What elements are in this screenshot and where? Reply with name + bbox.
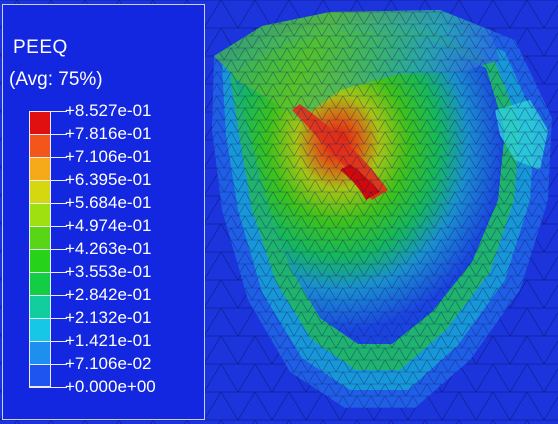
legend-label: +5.684e-01 bbox=[65, 193, 152, 212]
legend-swatch bbox=[29, 318, 51, 341]
legend-label: +3.553e-01 bbox=[65, 262, 152, 281]
legend-tick bbox=[29, 364, 67, 365]
legend-swatch bbox=[29, 295, 51, 318]
legend-swatch bbox=[29, 111, 51, 134]
legend-swatch bbox=[29, 180, 51, 203]
legend-label: +2.842e-01 bbox=[65, 285, 152, 304]
legend-swatch bbox=[29, 203, 51, 226]
legend-title: PEEQ bbox=[13, 37, 68, 58]
legend-color-scale: +8.527e-01 +7.816e-01 +7.106e-01 +6.395e… bbox=[23, 101, 203, 413]
legend-label: +6.395e-01 bbox=[65, 170, 152, 189]
legend-tick bbox=[29, 157, 67, 158]
legend-tick bbox=[29, 272, 67, 273]
legend-swatch bbox=[29, 364, 51, 387]
legend-swatch bbox=[29, 134, 51, 157]
legend-label: +2.132e-01 bbox=[65, 308, 152, 327]
legend-swatch bbox=[29, 272, 51, 295]
legend-tick bbox=[29, 295, 67, 296]
legend-label: +7.816e-01 bbox=[65, 124, 152, 143]
legend-tick bbox=[29, 249, 67, 250]
legend-tick bbox=[29, 134, 67, 135]
legend-subtitle: (Avg: 75%) bbox=[9, 69, 103, 90]
legend-panel: PEEQ (Avg: 75%) bbox=[2, 4, 205, 420]
legend-label: +7.106e-02 bbox=[65, 354, 152, 373]
legend-tick bbox=[29, 226, 67, 227]
legend-tick bbox=[29, 387, 67, 388]
legend-label: +4.974e-01 bbox=[65, 216, 152, 235]
legend-tick bbox=[29, 111, 67, 112]
legend-tick bbox=[29, 180, 67, 181]
legend-swatch bbox=[29, 341, 51, 364]
legend-label: +4.263e-01 bbox=[65, 239, 152, 258]
legend-tick bbox=[29, 341, 67, 342]
legend-label: +7.106e-01 bbox=[65, 147, 152, 166]
legend-swatch bbox=[29, 249, 51, 272]
legend-tick bbox=[29, 203, 67, 204]
legend-label: +0.000e+00 bbox=[65, 377, 156, 396]
legend-label: +1.421e-01 bbox=[65, 331, 152, 350]
legend-swatch bbox=[29, 157, 51, 180]
legend-label: +8.527e-01 bbox=[65, 101, 152, 120]
legend-tick bbox=[29, 318, 67, 319]
legend-swatch bbox=[29, 226, 51, 249]
